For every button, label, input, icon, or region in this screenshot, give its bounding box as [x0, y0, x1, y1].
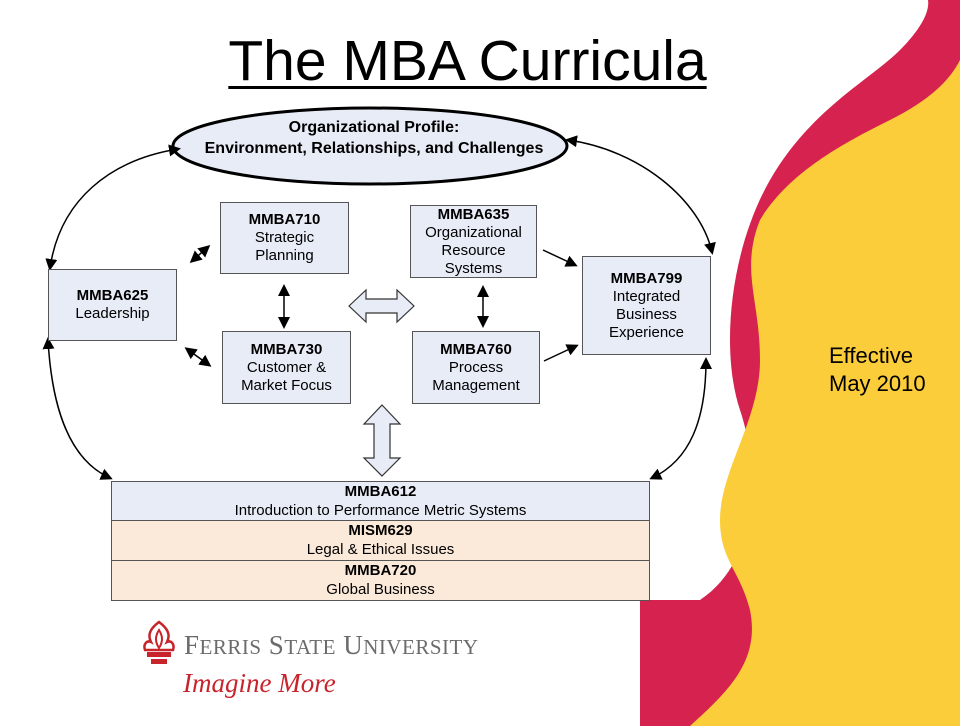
block-arrow-horizontal [348, 288, 415, 324]
course-title: Legal & Ethical Issues [306, 541, 455, 558]
course-code: MMBA612 [344, 483, 417, 500]
name-letter: S [268, 630, 285, 660]
effective-date-note: Effective May 2010 [829, 342, 926, 398]
profile-line-1: Organizational Profile: [288, 119, 460, 136]
ferris-torch-logo-icon [143, 620, 175, 664]
course-title: Process Management [432, 358, 520, 394]
name-letter: U [343, 630, 364, 660]
effective-line-1: Effective [829, 343, 913, 368]
arc-profile-to-mmba799 [565, 135, 716, 255]
name-rest: NIVERSITY [363, 635, 479, 659]
arrow-625-730 [184, 347, 212, 367]
arc-mmba799-to-foundation [649, 357, 712, 480]
university-name: FERRIS STATE UNIVERSITY [184, 630, 479, 661]
arc-leadership-to-profile [45, 144, 181, 271]
foundation-row-mmba720: MMBA720 Global Business [111, 560, 650, 601]
block-arrow-vertical [362, 404, 402, 477]
course-title: Customer & Market Focus [241, 358, 332, 394]
course-box-mmba799: MMBA799 Integrated Business Experience [582, 256, 711, 355]
arc-leadership-to-foundation [42, 337, 113, 480]
course-code: MISM629 [348, 522, 413, 539]
course-title: Strategic Planning [254, 229, 315, 264]
course-box-mmba635: MMBA635 Organizational Resource Systems [410, 205, 537, 278]
course-title: Integrated Business Experience [608, 287, 685, 341]
arrow-760-799 [543, 344, 579, 362]
course-title: Leadership [75, 305, 150, 322]
course-box-mmba710: MMBA710 Strategic Planning [220, 202, 349, 274]
course-title: Introduction to Performance Metric Syste… [234, 502, 527, 519]
organizational-profile-label: Organizational Profile: Environment, Rel… [178, 117, 570, 159]
arrow-625-710 [189, 245, 211, 263]
course-title: Organizational Resource Systems [425, 223, 522, 277]
course-box-mmba730: MMBA730 Customer & Market Focus [222, 331, 351, 404]
course-code: MMBA720 [344, 562, 417, 579]
university-tagline: Imagine More [183, 668, 336, 698]
course-box-mmba760: MMBA760 Process Management [412, 331, 540, 404]
name-rest: ERRIS [199, 635, 262, 659]
foundation-row-mmba612: MMBA612 Introduction to Performance Metr… [111, 481, 650, 521]
flame-yellow-shape [690, 60, 960, 726]
course-title: Global Business [326, 581, 435, 598]
profile-line-2: Environment, Relationships, and Challeng… [204, 140, 544, 157]
course-box-mmba625: MMBA625 Leadership [48, 269, 177, 341]
course-code: MMBA625 [76, 287, 149, 304]
course-code: MMBA710 [248, 211, 321, 228]
foundation-row-mism629: MISM629 Legal & Ethical Issues [111, 520, 650, 561]
course-code: MMBA730 [250, 340, 323, 358]
course-code: MMBA760 [440, 340, 512, 358]
course-code: MMBA799 [610, 269, 683, 287]
name-letter: F [184, 630, 200, 660]
name-rest: TATE [284, 635, 336, 659]
page-title: The MBA Curricula [228, 29, 707, 93]
course-code: MMBA635 [437, 205, 510, 223]
effective-line-2: May 2010 [829, 371, 926, 396]
arrow-635-799 [542, 249, 578, 267]
